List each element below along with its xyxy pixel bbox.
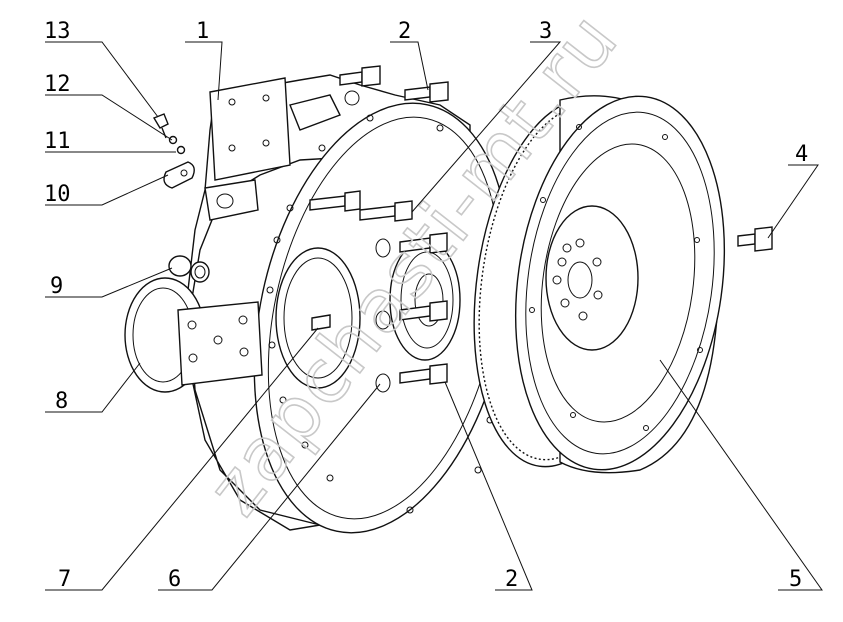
flywheel-bolt (737, 226, 773, 252)
callout-1: 1 (196, 19, 209, 44)
small-parts (152, 113, 210, 283)
bolts (309, 65, 449, 385)
callout-12: 12 (44, 72, 71, 97)
callout-8: 8 (55, 389, 68, 414)
callout-4: 4 (795, 142, 808, 167)
callout-9: 9 (50, 274, 63, 299)
callout-5: 5 (789, 567, 802, 592)
callout-2-top: 2 (398, 19, 411, 44)
callout-labels: 13 12 11 10 9 8 7 6 2 5 1 2 3 4 (44, 19, 808, 592)
flywheel (473, 95, 726, 474)
callout-6: 6 (168, 567, 181, 592)
flywheel-rim-holes (529, 124, 703, 431)
callout-7: 7 (58, 567, 71, 592)
callout-10: 10 (44, 182, 71, 207)
callout-3: 3 (539, 19, 552, 44)
leader-lines (45, 41, 823, 591)
callout-2-bottom: 2 (505, 567, 518, 592)
callout-13: 13 (44, 19, 71, 44)
flange-bolt-holes (266, 114, 494, 514)
callout-11: 11 (44, 129, 71, 154)
flywheel-bolt-holes (552, 238, 603, 321)
